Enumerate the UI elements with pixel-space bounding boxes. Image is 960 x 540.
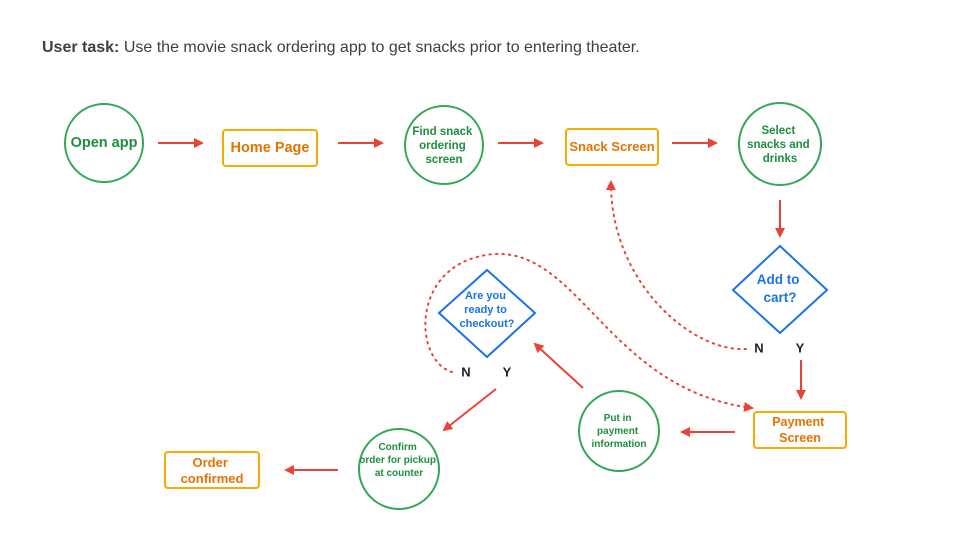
node-find-snack-line-2: ordering (419, 140, 466, 152)
node-snack-screen-label: Snack Screen (569, 139, 654, 154)
user-task-label: User task: (42, 39, 120, 56)
node-add-to-cart-line-1: Add to (757, 272, 800, 287)
node-put-payment-line-2: payment (597, 426, 639, 437)
node-open-app-line-1: Open app (71, 135, 138, 151)
node-payment-screen-rect (753, 411, 847, 449)
node-snack-screen-rect (565, 128, 659, 166)
user-task-text: Use the movie snack ordering app to get … (123, 39, 640, 56)
node-put-payment-circle (578, 390, 660, 472)
node-order-confirmed: Order confirmed (164, 451, 260, 489)
node-add-to-cart-no-label: N (754, 341, 763, 356)
arrow-put-to-ready (533, 342, 584, 389)
node-put-payment-line-3: information (592, 439, 647, 450)
node-payment-screen: Payment Screen (753, 411, 847, 449)
arrow-ready-yes-to-confirm (442, 388, 497, 432)
node-confirm-order-line-2: order for pickup (359, 455, 436, 466)
node-order-confirmed-line-2: confirmed (181, 471, 244, 486)
node-add-to-cart-yes-label: Y (796, 341, 805, 356)
node-ready-checkout-line-2: ready to (464, 304, 507, 316)
node-select-snacks: Select snacks and drinks (738, 102, 822, 186)
node-payment-screen-label: Payment Screen (772, 415, 828, 445)
node-ready-checkout: Are you ready to checkout? N Y (437, 268, 537, 380)
node-add-to-cart-diamond (731, 244, 829, 335)
node-home-page: Home Page (222, 129, 318, 167)
node-select-snacks-line-2: snacks and (747, 139, 810, 151)
node-select-snacks-line-1: Select (761, 125, 795, 137)
node-confirm-order: Confirm order for pickup at counter (358, 428, 440, 510)
node-snack-screen: Snack Screen (565, 128, 659, 166)
node-ready-checkout-yes-label: Y (503, 365, 512, 380)
node-find-snack-line-1: Find snack (412, 126, 473, 138)
user-task-line: User task: Use the movie snack ordering … (42, 39, 640, 57)
node-home-page-rect (222, 129, 318, 167)
node-select-snacks-circle (738, 102, 822, 186)
node-open-app: Open app (64, 103, 144, 183)
node-confirm-order-label: Confirm order for pickup at counter (359, 442, 438, 479)
node-put-payment: Put in payment information (578, 390, 660, 472)
node-confirm-order-line-3: at counter (375, 468, 423, 479)
node-order-confirmed-line-1: Order (192, 455, 227, 470)
node-select-snacks-label: Select snacks and drinks (747, 125, 813, 165)
connectors (158, 138, 806, 475)
node-ready-checkout-diamond (437, 268, 537, 359)
node-add-to-cart: Add to cart? N Y (731, 244, 829, 356)
node-select-snacks-line-3: drinks (763, 153, 798, 165)
node-ready-checkout-line-1: Are you (465, 290, 506, 302)
node-add-to-cart-line-2: cart? (763, 290, 796, 305)
node-ready-checkout-label: Are you ready to checkout? (459, 290, 514, 330)
node-put-payment-label: Put in payment information (592, 413, 647, 450)
node-home-page-line-1: Home Page (231, 140, 310, 156)
node-order-confirmed-label: Order confirmed (181, 455, 244, 486)
node-open-app-label: Open app (71, 135, 138, 151)
node-ready-checkout-no-label: N (461, 365, 470, 380)
node-find-snack-line-3: screen (425, 154, 462, 166)
node-snack-screen-line-1: Snack Screen (569, 139, 654, 154)
node-home-page-label: Home Page (231, 140, 310, 156)
node-find-snack-label: Find snack ordering screen (412, 126, 475, 166)
node-add-to-cart-label: Add to cart? (757, 272, 804, 305)
node-open-app-circle (64, 103, 144, 183)
node-confirm-order-circle (358, 428, 440, 510)
node-payment-screen-line-2: Screen (779, 431, 821, 445)
node-ready-checkout-line-3: checkout? (459, 318, 514, 330)
node-payment-screen-line-1: Payment (772, 415, 825, 429)
dotted-ready-no-to-payment (424, 252, 754, 412)
dotted-cart-no-to-snack (605, 180, 747, 351)
node-confirm-order-line-1: Confirm (378, 442, 416, 453)
node-find-snack-circle (404, 105, 484, 185)
node-put-payment-line-1: Put in (604, 413, 632, 424)
node-order-confirmed-rect (164, 451, 260, 489)
node-find-snack: Find snack ordering screen (404, 105, 484, 185)
